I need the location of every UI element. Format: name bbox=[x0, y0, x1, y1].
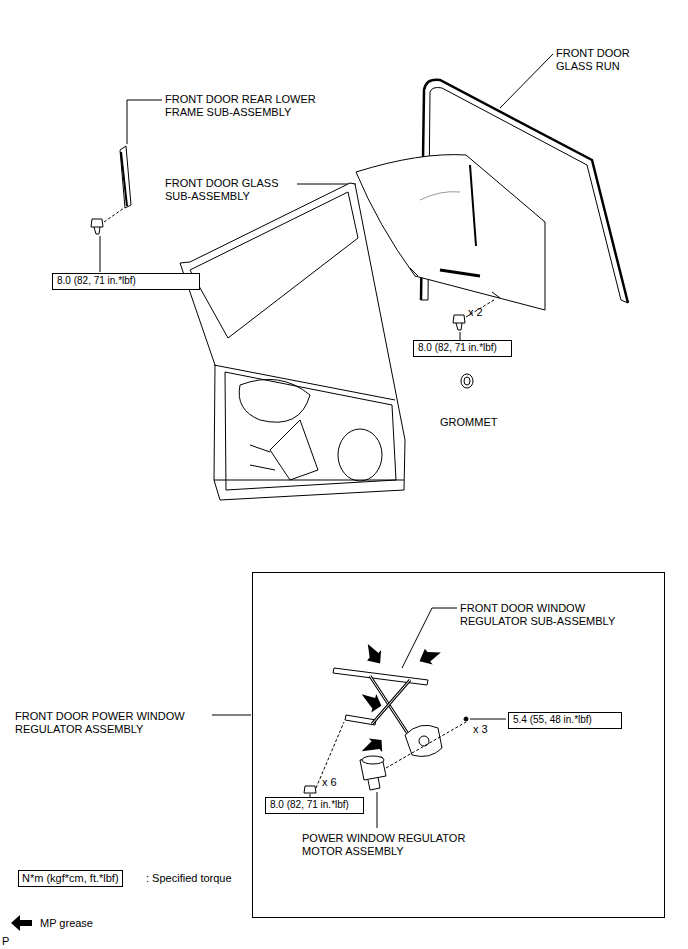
quantity-label: P bbox=[2, 935, 9, 948]
part-name: FRONT DOOR REAR LOWER FRAME SUB-ASSEMBLY bbox=[165, 93, 343, 119]
grommet-symbol bbox=[461, 374, 473, 388]
part-name: POWER WINDOW REGULATOR MOTOR ASSEMBLY bbox=[302, 832, 486, 858]
bolt-symbol bbox=[91, 219, 103, 234]
torque-box: 5.4 (55, 48 in.*lbf) bbox=[508, 712, 622, 729]
regulator-motor bbox=[360, 756, 386, 790]
door-panel bbox=[180, 183, 405, 500]
door-glass bbox=[356, 155, 545, 310]
frame-part bbox=[120, 146, 131, 208]
legend-text: MP grease bbox=[40, 917, 93, 930]
part-name: FRONT DOOR WINDOW REGULATOR SUB-ASSEMBLY bbox=[460, 602, 642, 628]
quantity-label: x 6 bbox=[322, 776, 337, 789]
torque-value: 5.4 (55, 48 in.*lbf) bbox=[513, 713, 592, 727]
torque-box: 8.0 (82, 71 in.*lbf) bbox=[413, 340, 512, 357]
assembly-heading: FRONT DOOR POWER WINDOW REGULATOR ASSEMB… bbox=[15, 710, 211, 736]
grease-arrow bbox=[11, 641, 443, 931]
torque-value: 8.0 (82, 71 in.*lbf) bbox=[418, 341, 497, 355]
torque-box: 8.0 (82, 71 in.*lbf) bbox=[52, 273, 200, 290]
part-name: FRONT DOOR GLASS SUB-ASSEMBLY bbox=[165, 177, 297, 203]
bolt-symbol bbox=[464, 717, 468, 721]
legend-arrow bbox=[11, 915, 32, 931]
bolt-symbol bbox=[453, 315, 465, 330]
window-regulator bbox=[333, 668, 442, 756]
torque-value: 8.0 (82, 71 in.*lbf) bbox=[270, 798, 349, 812]
legend-text: : Specified torque bbox=[146, 872, 232, 885]
part-name: GROMMET bbox=[440, 416, 497, 429]
part-name: FRONT DOOR GLASS RUN bbox=[556, 47, 638, 73]
legend-torque-sample: N*m (kgf*cm, ft.*lbf) bbox=[18, 870, 123, 887]
torque-value: 8.0 (82, 71 in.*lbf) bbox=[57, 274, 136, 288]
quantity-label: x 2 bbox=[468, 306, 483, 319]
bolt-symbol bbox=[304, 786, 316, 793]
torque-box: 8.0 (82, 71 in.*lbf) bbox=[265, 797, 364, 814]
quantity-label: x 3 bbox=[473, 723, 488, 736]
